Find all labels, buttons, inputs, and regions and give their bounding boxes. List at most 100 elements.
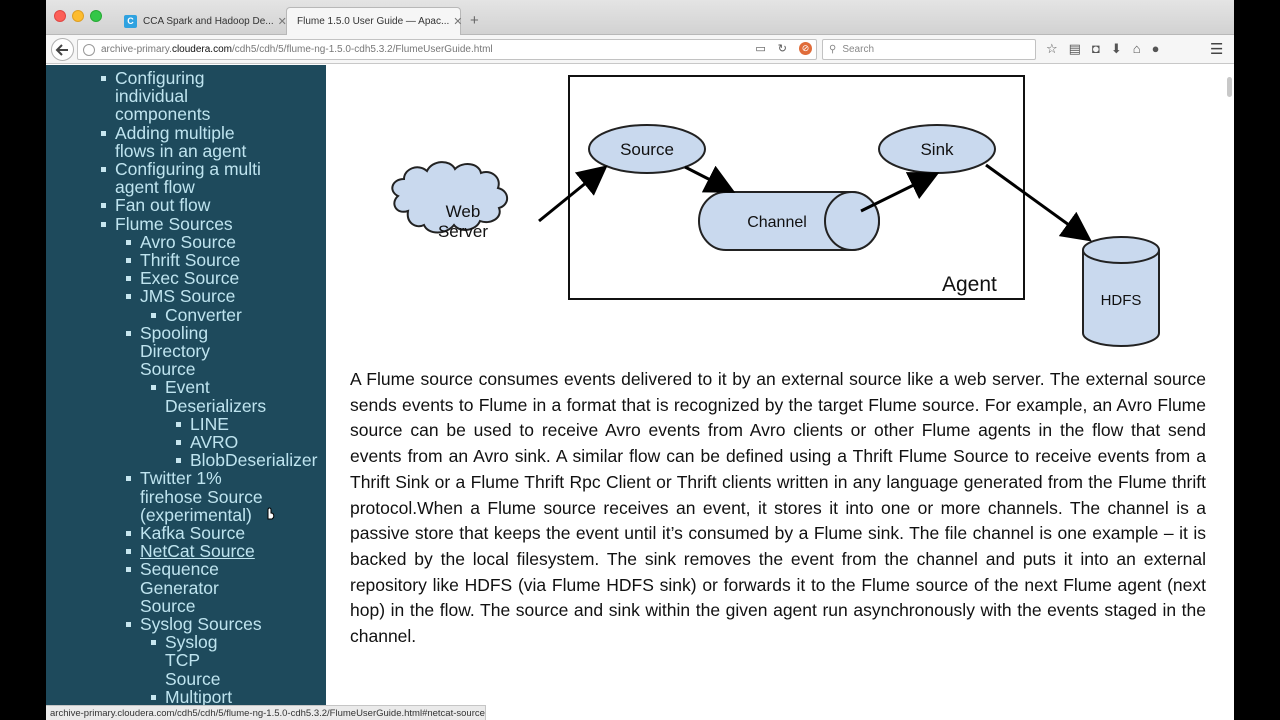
zoom-window-button[interactable] bbox=[90, 10, 102, 22]
toc-item-label: individual bbox=[115, 86, 188, 107]
bullet-icon bbox=[101, 76, 106, 81]
address-bar[interactable]: archive-primary.cloudera.com/cdh5/cdh/5/… bbox=[77, 39, 817, 60]
bookmark-star-icon[interactable]: ☆ bbox=[1046, 41, 1058, 56]
home-icon[interactable]: ⌂ bbox=[1132, 41, 1141, 56]
bullet-icon bbox=[126, 567, 131, 573]
arrow-channel-to-sink bbox=[860, 172, 940, 213]
search-input[interactable]: ⚲ Search bbox=[822, 39, 1036, 60]
toc-item-label: Exec Source bbox=[140, 268, 240, 289]
toc-item-label: Syslog Sources bbox=[140, 614, 262, 634]
toc-item-blobdeserializer[interactable]: BlobDeserializer bbox=[176, 450, 318, 471]
search-icon: ⚲ bbox=[829, 44, 837, 55]
bullet-icon bbox=[126, 258, 131, 263]
url-path: /cdh5/cdh/5/flume-ng-1.5.0-cdh5.3.2/Flum… bbox=[231, 44, 493, 55]
toc-item-label: Fan out flow bbox=[115, 195, 211, 216]
toc-item-thrift-source[interactable]: Thrift Source bbox=[126, 251, 240, 269]
bullet-icon bbox=[176, 421, 181, 427]
toc-item-label: Kafka Source bbox=[140, 523, 246, 543]
web-server-label-line2: Server bbox=[438, 222, 488, 241]
toc-item-label: Source bbox=[140, 359, 196, 380]
toc-item-converter[interactable]: Converter bbox=[151, 305, 242, 324]
toc-item-fan-out-flow[interactable]: Fan out flow bbox=[101, 195, 211, 216]
search-placeholder: Search bbox=[842, 44, 875, 55]
back-arrow-icon[interactable] bbox=[51, 38, 74, 61]
bullet-icon bbox=[151, 694, 156, 700]
channel-node bbox=[698, 191, 880, 251]
toc-item-label: Avro Source bbox=[140, 231, 236, 252]
blocked-content-icon[interactable]: ⊘ bbox=[799, 42, 812, 55]
bullet-icon bbox=[126, 622, 131, 627]
toc-item-label: Spooling bbox=[140, 322, 209, 343]
toc-item-exec-source[interactable]: Exec Source bbox=[126, 268, 240, 289]
bullet-icon bbox=[126, 276, 131, 282]
reader-view-icon[interactable]: ▭ bbox=[755, 43, 766, 55]
browser-window: C CCA Spark and Hadoop De... ✕ Flume 1.5… bbox=[46, 0, 1234, 720]
toc-item-label: Syslog bbox=[165, 632, 218, 653]
new-tab-icon[interactable]: + bbox=[470, 12, 479, 29]
tab-flume-guide[interactable]: Flume 1.5.0 User Guide — Apac... ✕ bbox=[286, 7, 463, 35]
reading-list-icon[interactable]: ▤ bbox=[1068, 41, 1081, 56]
arrow-source-to-channel bbox=[684, 165, 736, 193]
toc-item-avro-source[interactable]: Avro Source bbox=[126, 231, 236, 252]
reload-icon[interactable]: ↻ bbox=[777, 43, 787, 55]
toc-item-line[interactable]: LINE bbox=[176, 413, 229, 434]
bullet-icon bbox=[126, 294, 131, 300]
close-tab-icon[interactable]: ✕ bbox=[453, 16, 463, 28]
toc-item-kafka-source[interactable]: Kafka Source bbox=[126, 523, 246, 543]
toc-item-label: AVRO bbox=[190, 432, 239, 452]
toc-item-label: Configuring a multi bbox=[115, 159, 261, 179]
chat-icon[interactable]: ● bbox=[1151, 41, 1160, 56]
hamburger-menu-icon[interactable]: ☰ bbox=[1210, 41, 1224, 58]
flume-source-description: A Flume source consumes events delivered… bbox=[350, 369, 1206, 647]
arrow-sink-to-hdfs bbox=[985, 163, 1092, 242]
toc-item-label: components bbox=[115, 104, 211, 125]
sink-label: Sink bbox=[920, 140, 954, 159]
hdfs-node bbox=[1082, 236, 1160, 347]
toc-item-label: NetCat Source bbox=[140, 541, 255, 562]
toc-item-jms-source[interactable]: JMS Source bbox=[126, 286, 236, 307]
toc-item-avro[interactable]: AVRO bbox=[176, 432, 239, 452]
source-label: Source bbox=[620, 140, 674, 159]
main-content: Agent Web Server Source Channel Sink HDF… bbox=[326, 65, 1234, 705]
toc-item-label: agent flow bbox=[115, 177, 195, 198]
toc-item-label: Adding multiple bbox=[115, 122, 235, 143]
toc-item-multiport[interactable]: Multiport bbox=[151, 686, 233, 707]
minimize-window-button[interactable] bbox=[72, 10, 84, 22]
toc-item-label: BlobDeserializer bbox=[190, 450, 318, 471]
toc-item-label: JMS Source bbox=[140, 286, 236, 307]
tab-cca-spark[interactable]: C CCA Spark and Hadoop De... ✕ bbox=[114, 7, 287, 35]
bullet-icon bbox=[176, 440, 181, 445]
mouse-cursor-icon bbox=[267, 507, 275, 520]
bullet-icon bbox=[151, 385, 156, 391]
pocket-icon[interactable]: ◘ bbox=[1091, 41, 1100, 56]
bullet-icon bbox=[126, 476, 131, 482]
agent-label: Agent bbox=[942, 273, 997, 296]
downloads-icon[interactable]: ⬇ bbox=[1110, 41, 1122, 56]
toc-item-flume-sources[interactable]: Flume Sources bbox=[101, 214, 233, 233]
toc-item-netcat-source[interactable]: NetCat Source bbox=[126, 541, 255, 562]
close-tab-icon[interactable]: ✕ bbox=[277, 15, 287, 28]
bullet-icon bbox=[126, 330, 131, 336]
navigation-bar: archive-primary.cloudera.com/cdh5/cdh/5/… bbox=[46, 35, 1234, 64]
toc-item-label: Multiport bbox=[165, 686, 233, 707]
tab-label: Flume 1.5.0 User Guide — Apac... bbox=[297, 16, 450, 27]
toc-item-syslog-sources[interactable]: Syslog Sources bbox=[126, 614, 262, 634]
bullet-icon bbox=[176, 458, 181, 464]
bullet-icon bbox=[126, 549, 131, 555]
close-window-button[interactable] bbox=[54, 10, 66, 22]
toc-item-twitter-1-firehose-source-experimental[interactable]: Twitter 1%firehose Source(experimental) bbox=[126, 469, 263, 524]
hdfs-label: HDFS bbox=[1101, 292, 1142, 309]
scrollbar-thumb[interactable] bbox=[1227, 77, 1232, 97]
toc-item-label: LINE bbox=[190, 413, 229, 434]
flume-architecture-diagram: Agent Web Server Source Channel Sink HDF… bbox=[391, 75, 1160, 347]
toc-item-label: Source bbox=[165, 668, 221, 689]
status-bar-url: archive-primary.cloudera.com/cdh5/cdh/5/… bbox=[46, 705, 486, 720]
